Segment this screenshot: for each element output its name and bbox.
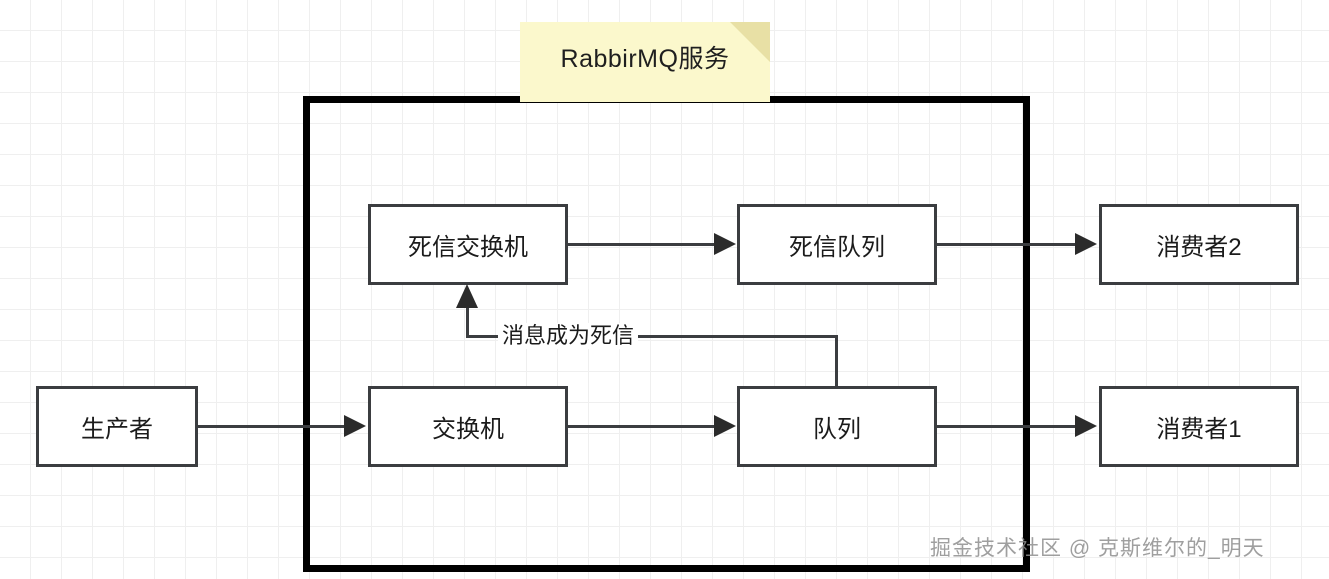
node-exchange[interactable]: 交换机: [368, 386, 568, 467]
node-label-producer: 生产者: [81, 416, 153, 443]
note-fold-corner: [730, 22, 770, 62]
edge-exchange-to-queue-line: [568, 425, 718, 428]
watermark-text: 掘金技术社区 @ 克斯维尔的_明天: [930, 537, 1265, 560]
edge-dlx-to-dlq-line: [568, 243, 718, 246]
node-label-exchange: 交换机: [432, 416, 504, 443]
edge-producer-to-exchange-arrowhead: [344, 415, 366, 437]
node-producer[interactable]: 生产者: [36, 386, 198, 467]
node-dead-letter-exchange[interactable]: 死信交换机: [368, 204, 568, 285]
node-label-consumer-1: 消费者1: [1156, 416, 1242, 443]
service-title-note: RabbirMQ服务: [520, 22, 770, 102]
edge-queue-to-dlx-horizontal: [466, 335, 838, 338]
node-label-dead-letter-queue: 死信队列: [789, 234, 885, 261]
rabbitmq-service-boundary: [303, 96, 1030, 572]
node-consumer-2[interactable]: 消费者2: [1099, 204, 1299, 285]
node-label-queue: 队列: [813, 416, 861, 443]
edge-exchange-to-queue-arrowhead: [714, 415, 736, 437]
edge-label-message-becomes-dead-letter: 消息成为死信: [498, 323, 639, 349]
node-label-dead-letter-exchange: 死信交换机: [408, 234, 528, 261]
service-title-label: RabbirMQ服务: [560, 45, 730, 73]
edge-queue-top-riser: [835, 335, 838, 386]
edge-dlq-to-consumer2-arrowhead: [1075, 233, 1097, 255]
edge-queue-to-consumer1-arrowhead: [1075, 415, 1097, 437]
node-queue[interactable]: 队列: [737, 386, 937, 467]
edge-producer-to-exchange-line: [198, 425, 348, 428]
node-dead-letter-queue[interactable]: 死信队列: [737, 204, 937, 285]
node-consumer-1[interactable]: 消费者1: [1099, 386, 1299, 467]
edge-queue-to-dlx-vertical: [466, 305, 469, 337]
edge-queue-to-consumer1-line: [937, 425, 1083, 428]
node-label-consumer-2: 消费者2: [1156, 234, 1242, 261]
edge-queue-to-dlx-arrowhead: [456, 284, 478, 308]
edge-dlx-to-dlq-arrowhead: [714, 233, 736, 255]
edge-dlq-to-consumer2-line: [937, 243, 1083, 246]
